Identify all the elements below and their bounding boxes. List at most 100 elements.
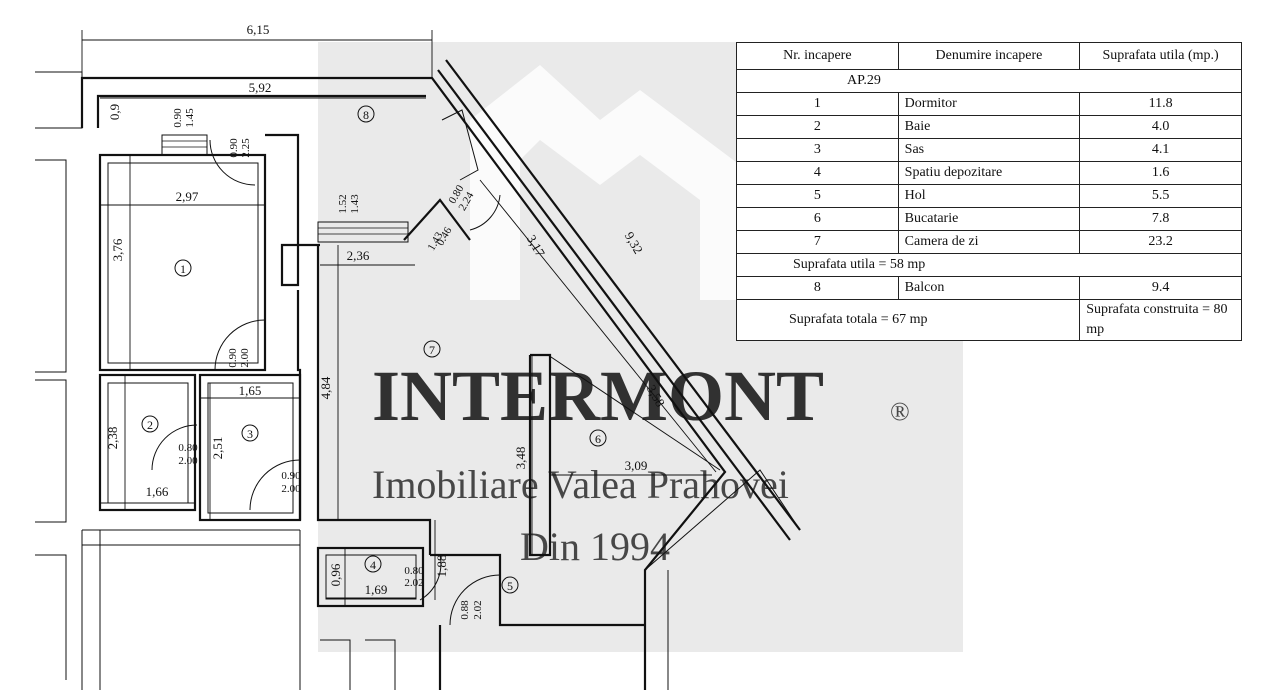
svg-text:2: 2 xyxy=(147,418,153,432)
room-area: 5.5 xyxy=(1079,184,1242,208)
apartment-label: AP.29 xyxy=(736,69,1242,93)
room-name: Hol xyxy=(897,184,1081,208)
room-area: 11.8 xyxy=(1079,92,1242,116)
table-row: 6 Bucatarie 7.8 xyxy=(736,207,1242,231)
dim-kitchen-width: 3,09 xyxy=(625,458,648,473)
room-area: 4.1 xyxy=(1079,138,1242,162)
watermark-subtitle: Imobiliare Valea Prahovei xyxy=(372,462,789,507)
dim-sas-width: 1,65 xyxy=(239,383,262,398)
table-row: 4 Spatiu depozitare 1.6 xyxy=(736,161,1242,185)
dim-room1-height: 3,76 xyxy=(110,238,125,261)
built-area: Suprafata construita = 80 mp xyxy=(1079,299,1242,341)
room-area-table: Nr. incapere Denumire incapere Suprafata… xyxy=(735,42,1242,341)
dim-hall-height: 1,88 xyxy=(434,555,449,578)
usable-summary: Suprafata utila = 58 mp xyxy=(736,253,1242,277)
dim-door-room1: 0.90 xyxy=(227,348,239,368)
room-marker-4: 4 xyxy=(364,555,382,573)
room-name: Baie xyxy=(897,115,1081,139)
dim-door-storage: 0.80 xyxy=(404,565,424,577)
room-nr: 2 xyxy=(736,115,899,139)
svg-text:6: 6 xyxy=(595,432,601,446)
room-marker-1: 1 xyxy=(174,259,192,277)
table-row: 2 Baie 4.0 xyxy=(736,115,1242,139)
table-row: 1 Dormitor 11.8 xyxy=(736,92,1242,116)
room-marker-5: 5 xyxy=(501,576,519,594)
room-area: 7.8 xyxy=(1079,207,1242,231)
dim-kitchen-height: 3,48 xyxy=(513,447,528,470)
svg-text:4: 4 xyxy=(370,558,376,572)
door-swings xyxy=(151,139,501,626)
neighbour-walls xyxy=(35,71,301,690)
room-nr: 4 xyxy=(736,161,899,185)
table-row: 5 Hol 5.5 xyxy=(736,184,1242,208)
dimension-labels: 6,15 5,92 0,9 0.90 1.45 0.90 2.25 2,97 3… xyxy=(105,22,668,620)
total-area: Suprafata totala = 67 mp xyxy=(735,299,1081,341)
watermark-logo-icon xyxy=(470,65,760,300)
dim-corridor-width: 2,36 xyxy=(347,248,370,263)
dim-door-bathb: 2.00 xyxy=(178,455,198,467)
dim-door-entryb: 2.02 xyxy=(472,600,484,619)
room-area: 1.6 xyxy=(1079,161,1242,185)
dim-door-room1b: 2.00 xyxy=(239,348,251,368)
room-nr: 5 xyxy=(736,184,899,208)
watermark-registered: ® xyxy=(890,397,910,426)
watermark-since: Din 1994 xyxy=(520,524,670,569)
room-marker-6: 6 xyxy=(589,429,607,447)
dim-door-bath: 0.80 xyxy=(178,442,198,454)
dim-win1b: 1.45 xyxy=(184,108,196,128)
svg-text:7: 7 xyxy=(429,343,435,357)
dim-left-top: 0,9 xyxy=(107,104,122,120)
dim-door-entry: 0.88 xyxy=(459,600,471,620)
dim-top-total: 6,15 xyxy=(247,22,270,37)
dim-door1: 0.90 xyxy=(228,138,240,158)
room-area: 4.0 xyxy=(1079,115,1242,139)
header-room-area: Suprafata utila (mp.) xyxy=(1079,42,1242,70)
dim-door-sas: 0.90 xyxy=(281,470,301,482)
dim-win1: 0.90 xyxy=(172,108,184,128)
room-number-markers: 1 2 3 4 5 6 7 8 xyxy=(141,105,607,594)
room-name: Camera de zi xyxy=(897,230,1081,254)
dim-storage-height: 0,96 xyxy=(328,563,343,586)
watermark-brand: INTERMONT xyxy=(372,356,824,436)
dim-storage-width: 1,69 xyxy=(365,582,388,597)
apartment-walls xyxy=(80,59,801,690)
usable-summary-row: Suprafata utila = 58 mp xyxy=(736,253,1242,277)
room-nr: 3 xyxy=(736,138,899,162)
dim-sas-height: 2,51 xyxy=(210,437,225,460)
table-header-row: Nr. incapere Denumire incapere Suprafata… xyxy=(736,42,1242,70)
balcony-name: Balcon xyxy=(897,276,1081,300)
room-name: Dormitor xyxy=(897,92,1081,116)
dim-bath-width: 1,66 xyxy=(146,484,169,499)
room-nr: 7 xyxy=(736,230,899,254)
dim-win-living: 1.52 xyxy=(337,194,349,213)
dim-door-sasb: 2.00 xyxy=(281,483,301,495)
dim-top-inner: 5,92 xyxy=(249,80,272,95)
table-row: 3 Sas 4.1 xyxy=(736,138,1242,162)
totals-row: Suprafata totala = 67 mp Suprafata const… xyxy=(735,299,1242,341)
header-room-name: Denumire incapere xyxy=(897,42,1081,70)
room-marker-7: 7 xyxy=(423,340,441,358)
room-area: 23.2 xyxy=(1079,230,1242,254)
dimension-lines xyxy=(81,30,717,606)
dim-room1-width: 2,97 xyxy=(176,189,199,204)
balcony-nr: 8 xyxy=(736,276,899,300)
dim-door1b: 2.25 xyxy=(240,138,252,158)
svg-text:3: 3 xyxy=(247,427,253,441)
balcony-area: 9.4 xyxy=(1079,276,1242,300)
dim-win-livingb: 1.43 xyxy=(349,194,361,214)
svg-text:1: 1 xyxy=(180,262,186,276)
room-marker-8: 8 xyxy=(357,105,375,123)
balcony-row: 8 Balcon 9.4 xyxy=(736,276,1242,300)
dim-bath-height: 2,38 xyxy=(105,427,120,450)
room-nr: 1 xyxy=(736,92,899,116)
apartment-row: AP.29 xyxy=(736,69,1242,93)
room-marker-2: 2 xyxy=(141,415,159,433)
svg-text:5: 5 xyxy=(507,579,513,593)
room-nr: 6 xyxy=(736,207,899,231)
header-room-number: Nr. incapere xyxy=(736,42,899,70)
room-name: Sas xyxy=(897,138,1081,162)
dim-living-height: 4,84 xyxy=(318,376,333,399)
svg-text:8: 8 xyxy=(363,108,369,122)
table-row: 7 Camera de zi 23.2 xyxy=(736,230,1242,254)
dim-door-storageb: 2.02 xyxy=(404,577,423,589)
